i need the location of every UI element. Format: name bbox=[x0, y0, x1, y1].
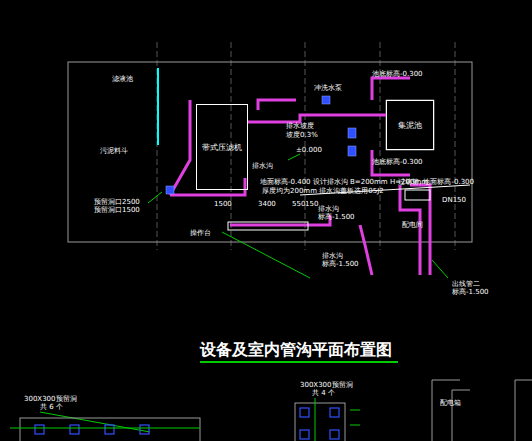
equipment-name: 集泥池 bbox=[396, 118, 424, 133]
drawing-note: 配电箱 bbox=[440, 400, 461, 408]
drawing-note: 共 4 个 bbox=[312, 390, 335, 398]
drawing-note: 坡度0.3% bbox=[286, 132, 318, 140]
drawing-note: 出线管二 bbox=[452, 281, 480, 289]
drawing-note: 排水沟 bbox=[252, 163, 273, 171]
drawing-note: 预留洞口2500 bbox=[94, 199, 140, 207]
drawing-note: 标高-1.500 bbox=[322, 261, 359, 269]
drawing-note: 550 bbox=[292, 201, 305, 209]
drawing-note: 排水坡度 bbox=[286, 123, 314, 131]
drawing-note: 排水沟 bbox=[322, 253, 343, 261]
drawing-note: 配电间 bbox=[402, 222, 423, 230]
equipment-box: 带式压滤机 bbox=[196, 104, 248, 190]
drawing-note: 标高-1.500 bbox=[452, 289, 489, 297]
drawing-note: 排水沟 bbox=[318, 206, 339, 214]
drawing-note: 池底标高-0.300 bbox=[372, 159, 423, 167]
drawing-note: ±0.000 bbox=[296, 147, 322, 155]
drawing-note: 冲洗水泵 bbox=[314, 85, 342, 93]
equipment-box: 集泥池 bbox=[386, 100, 434, 150]
drawing-title: 设备及室内管沟平面布置图 bbox=[200, 340, 392, 361]
drawing-note: 池底标高-0.300 bbox=[372, 71, 423, 79]
drawing-note: 污泥料斗 bbox=[100, 148, 128, 156]
drawing-note: DN150 bbox=[442, 197, 466, 205]
equipment-name: 带式压滤机 bbox=[200, 140, 244, 155]
drawing-note: 预留洞口1500 bbox=[94, 207, 140, 215]
drawing-note: 厚度均为200mm 排水沟盖板选用05J2 bbox=[262, 188, 384, 196]
drawing-note: 滤液池 bbox=[112, 76, 133, 84]
drawing-note: 150 bbox=[305, 201, 318, 209]
drawing-note: 共 6 个 bbox=[40, 404, 63, 412]
sludge-pipe bbox=[248, 115, 386, 122]
drawing-note: 1500 bbox=[214, 201, 232, 209]
drawing-note: 过墙管, 地面标高-0.300 bbox=[398, 179, 474, 187]
drawing-note: 标高-1.500 bbox=[318, 214, 355, 222]
drawing-note: 300X300预留洞 bbox=[24, 396, 77, 404]
drawing-note: 操作台 bbox=[190, 230, 211, 238]
drawing-note: 300X300预留洞 bbox=[300, 382, 353, 390]
drawing-note: 3400 bbox=[258, 201, 276, 209]
